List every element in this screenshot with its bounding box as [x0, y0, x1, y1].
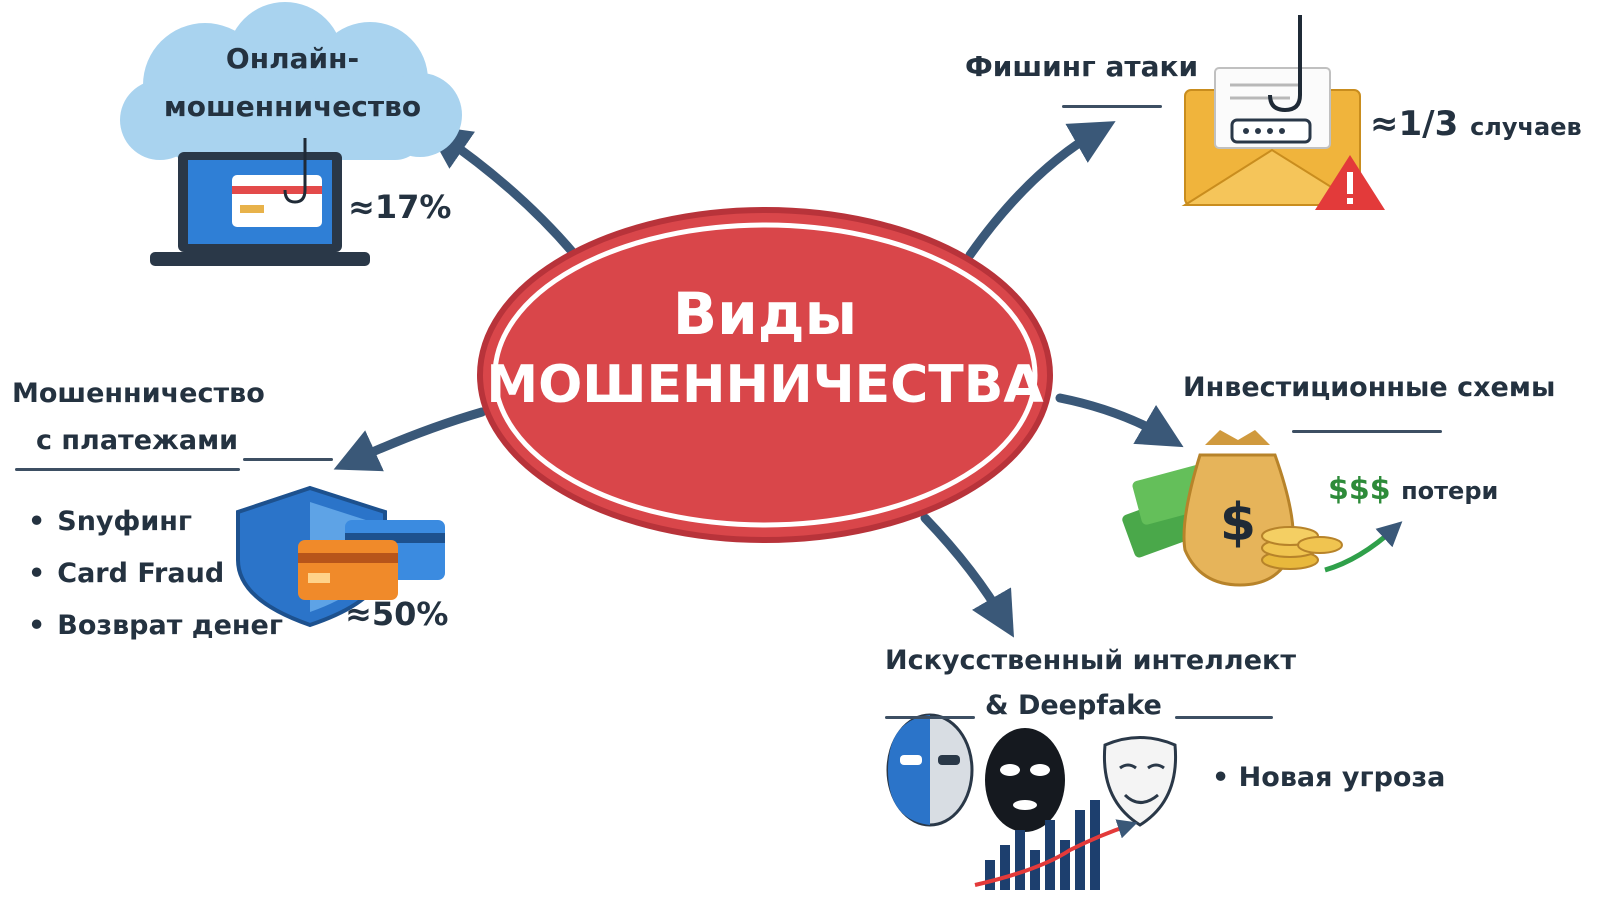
envelope-icon — [1181, 15, 1364, 206]
ai-underline-left — [885, 716, 975, 719]
phishing-title: Фишинг атаки — [965, 50, 1199, 83]
ai-title-line1: Искусственный интеллект — [885, 645, 1296, 676]
phishing-stat-value: ≈1/3 — [1370, 104, 1459, 144]
online-title-line1: Онлайн- — [225, 42, 360, 75]
phishing-stat: ≈1/3 случаев — [1370, 104, 1582, 144]
arrow-to-phishing — [965, 121, 1116, 260]
mask-icon — [985, 728, 1065, 832]
phishing-underline — [1062, 105, 1162, 108]
ai-bullet: • Новая угроза — [1212, 762, 1446, 793]
ai-title-line2: & Deepfake — [985, 690, 1162, 721]
arrow-to-ai — [920, 513, 1014, 638]
theater-mask-icon — [1102, 736, 1178, 827]
payments-stat: ≈50% — [345, 595, 449, 633]
center-title-line2: МОШЕННИЧЕСТВА — [486, 355, 1044, 415]
arrow-to-investment — [1055, 393, 1184, 448]
payments-list: Snyфинг Card Fraud Возврат денег — [28, 496, 283, 652]
list-item: Card Fraud — [28, 548, 283, 600]
arrow-to-payments — [333, 407, 487, 472]
payments-title-line2: с платежами — [36, 425, 239, 456]
warning-icon — [1315, 155, 1385, 210]
list-item: Возврат денег — [28, 600, 283, 652]
investment-stat-label: потери — [1401, 477, 1499, 505]
investment-underline — [1292, 430, 1442, 433]
investment-title: Инвестиционные схемы — [1183, 372, 1556, 403]
trend-arrow-icon — [1324, 521, 1403, 573]
payments-underline-short — [243, 458, 333, 461]
coins-icon — [1261, 526, 1343, 570]
ai-underline-right — [1175, 716, 1273, 719]
payments-title-line1: Мошенничество — [12, 378, 265, 409]
center-title-line1: Виды — [672, 280, 858, 348]
robot-face-icon — [886, 713, 974, 827]
investment-stat-value: $$$ — [1328, 472, 1391, 507]
list-item: Snyфинг — [28, 496, 283, 548]
investment-stat: $$$ потери — [1328, 472, 1498, 507]
laptop-icon — [150, 138, 370, 266]
phishing-stat-label: случаев — [1470, 113, 1582, 141]
online-stat: ≈17% — [348, 188, 452, 226]
online-title-line2: мошенничество — [163, 90, 422, 123]
card-icon — [298, 520, 445, 600]
arrow-to-online — [425, 124, 580, 260]
bar-chart-icon — [974, 800, 1138, 890]
svg-text:$: $ — [1220, 493, 1256, 553]
ai-bullet-text: Новая угроза — [1238, 762, 1446, 793]
cloud-icon — [120, 2, 462, 160]
payments-underline — [15, 468, 240, 471]
center-ellipse — [477, 207, 1053, 543]
